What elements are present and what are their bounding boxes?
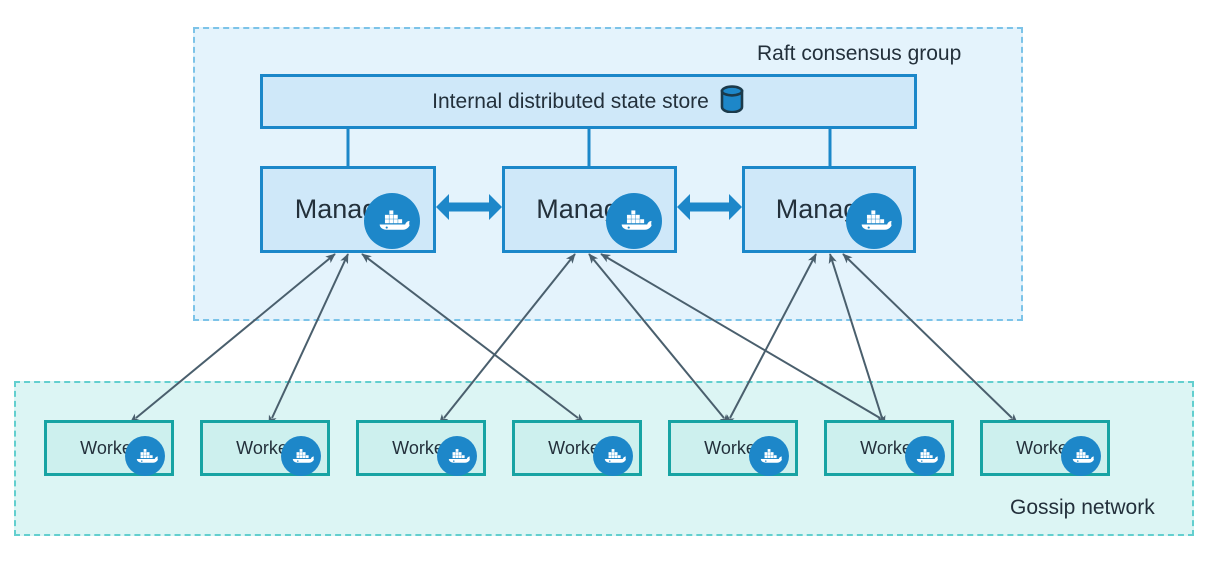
docker-icon bbox=[437, 436, 477, 476]
worker-node-label: Worker bbox=[1016, 437, 1074, 458]
state-store-label-wrap: Internal distributed state store bbox=[432, 84, 745, 119]
manager-worker-link bbox=[129, 253, 336, 424]
docker-icon bbox=[846, 193, 902, 249]
manager-worker-link bbox=[361, 253, 585, 423]
worker-node-label: Worker bbox=[704, 437, 762, 458]
state-store-label: Internal distributed state store bbox=[432, 89, 709, 113]
manager-worker-links bbox=[129, 253, 1018, 426]
internal-state-store-node[interactable]: Internal distributed state store bbox=[260, 74, 917, 129]
manager-peer-link bbox=[436, 194, 502, 220]
worker-node-label: Worker bbox=[860, 437, 918, 458]
worker-node-label: Worker bbox=[80, 437, 138, 458]
database-icon bbox=[719, 84, 745, 119]
worker-node-label: Worker bbox=[548, 437, 606, 458]
manager-peer-links bbox=[436, 194, 742, 220]
docker-icon bbox=[593, 436, 633, 476]
manager-worker-link bbox=[588, 253, 730, 425]
worker-node-label: Worker bbox=[236, 437, 294, 458]
manager-worker-link bbox=[438, 253, 576, 425]
docker-icon bbox=[749, 436, 789, 476]
docker-icon bbox=[1061, 436, 1101, 476]
docker-icon bbox=[905, 436, 945, 476]
gossip-network-label: Gossip network bbox=[1010, 496, 1155, 519]
docker-icon bbox=[281, 436, 321, 476]
raft-consensus-group-label: Raft consensus group bbox=[757, 42, 962, 65]
worker-node-label: Worker bbox=[392, 437, 450, 458]
docker-icon bbox=[125, 436, 165, 476]
docker-icon bbox=[606, 193, 662, 249]
manager-worker-link bbox=[842, 253, 1018, 424]
state-store-stems bbox=[346, 129, 832, 166]
docker-icon bbox=[364, 193, 420, 249]
manager-worker-link bbox=[726, 253, 817, 426]
manager-peer-link bbox=[677, 194, 742, 220]
manager-worker-link bbox=[268, 253, 349, 426]
